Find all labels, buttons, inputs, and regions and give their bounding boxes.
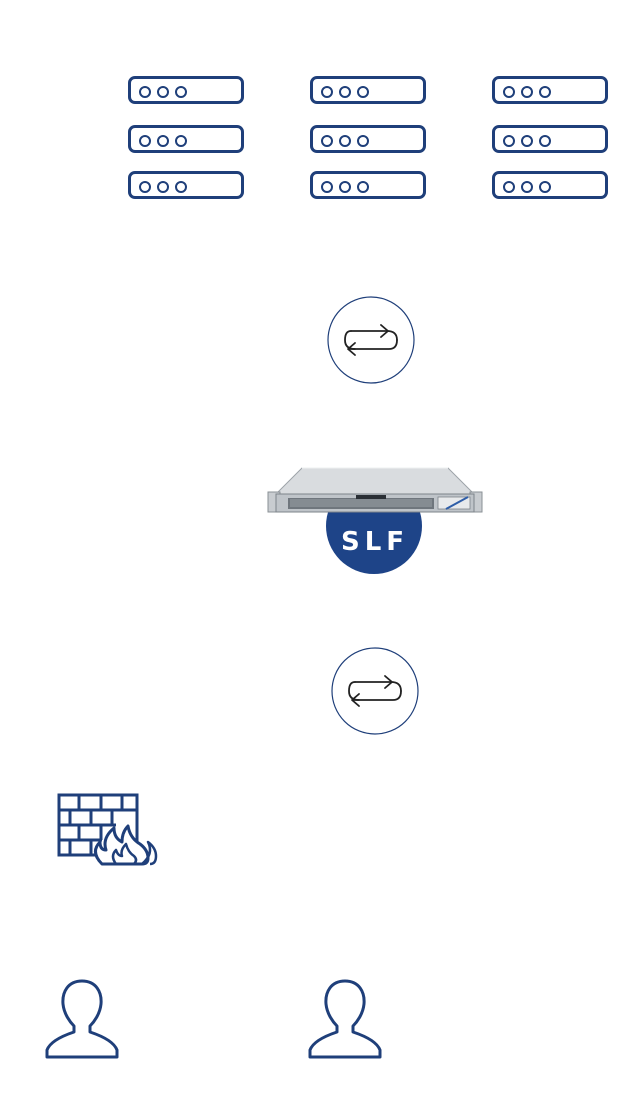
- server-rack-icon: [492, 125, 608, 153]
- server-rack-icon: [310, 171, 426, 199]
- user-icon: [308, 979, 382, 1059]
- firewall-icon: [57, 793, 158, 866]
- exchange-arrows-icon: [331, 647, 419, 735]
- slf-badge-label: SLF: [341, 527, 409, 557]
- server-rack-icon: [310, 76, 426, 104]
- server-rack-icon: [128, 171, 244, 199]
- server-rack-icon: [128, 76, 244, 104]
- appliance-server-icon: SLF: [267, 467, 483, 574]
- server-rack-icon: [492, 171, 608, 199]
- user-icon: [45, 979, 119, 1059]
- server-rack-icon: [492, 76, 608, 104]
- server-rack-icon: [310, 125, 426, 153]
- server-rack-icon: [128, 125, 244, 153]
- exchange-arrows-icon: [327, 296, 415, 384]
